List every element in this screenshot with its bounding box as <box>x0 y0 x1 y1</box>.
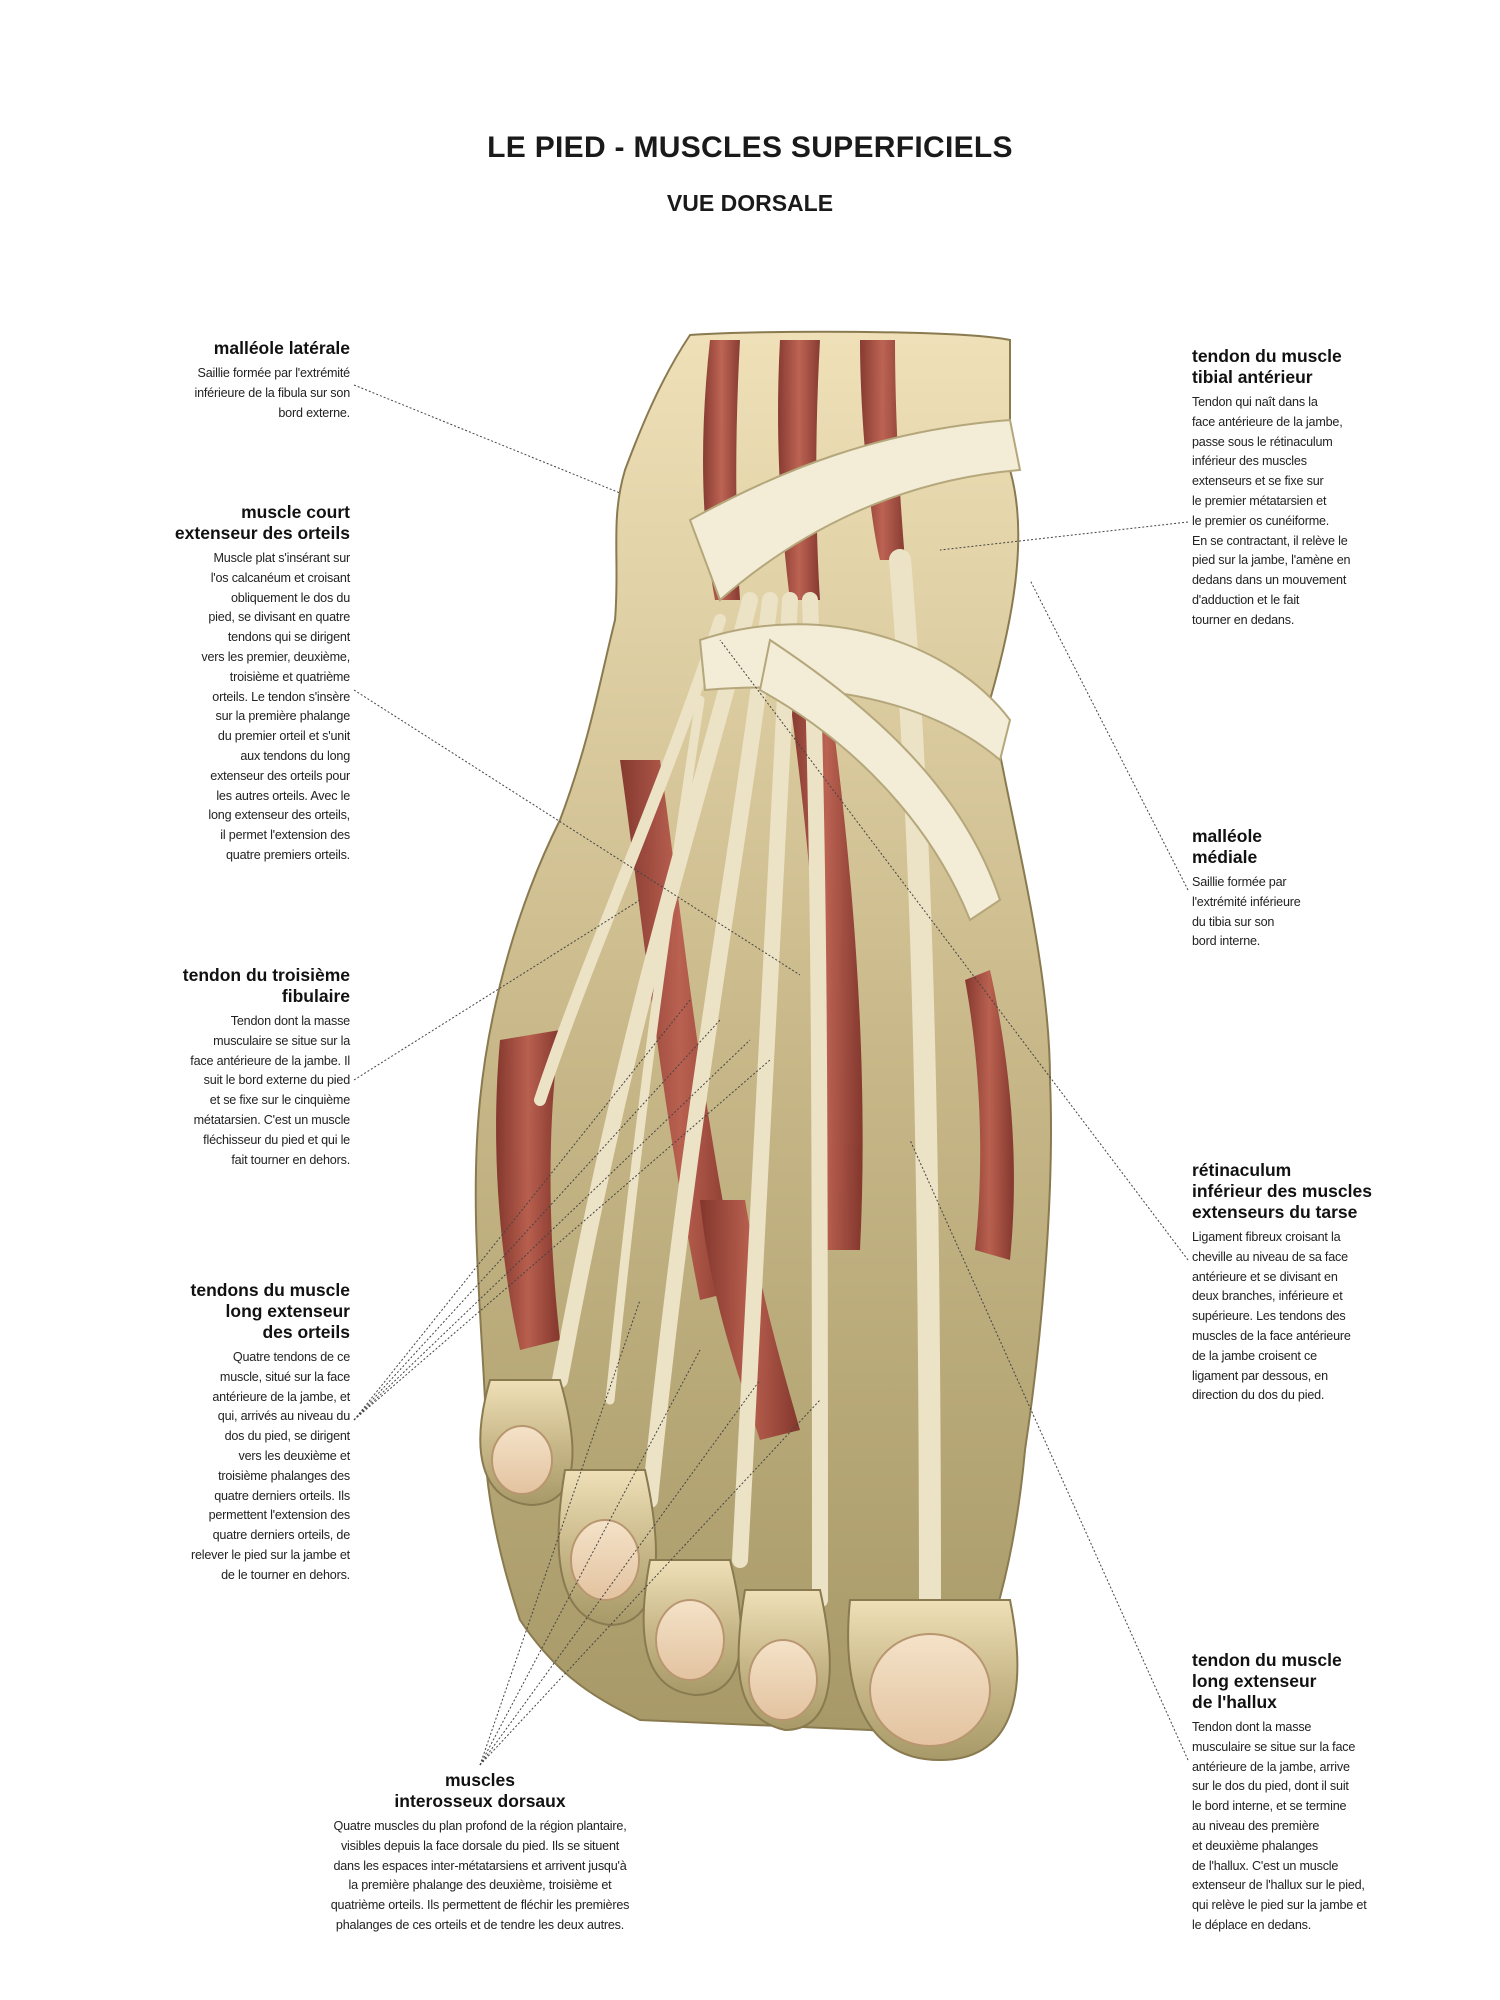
label-retinaculum: rétinaculum inférieur des muscles extens… <box>1192 1160 1432 1406</box>
label-name: tendon du muscle tibial antérieur <box>1192 346 1342 387</box>
label-description: Saillie formée par l'extrémité inférieur… <box>194 366 350 420</box>
retinaculum-bands <box>688 418 1022 922</box>
label-long-extenseur-orteils: tendons du muscle long extenseur des ort… <box>120 1280 351 1586</box>
label-name: malléole médiale <box>1192 826 1263 867</box>
label-tibial-anterieur: tendon du muscle tibial antérieur Tendon… <box>1192 346 1432 631</box>
label-malleole-laterale: malléole latérale Saillie formée par l'e… <box>120 338 350 423</box>
label-name: rétinaculum inférieur des muscles extens… <box>1192 1160 1372 1222</box>
label-name: tendons du muscle long extenseur des ort… <box>190 1280 350 1342</box>
label-description: Ligament fibreux croisant la cheville au… <box>1192 1230 1351 1403</box>
label-name: tendon du troisième fibulaire <box>182 965 350 1006</box>
label-name: muscles interosseux dorsaux <box>394 1770 566 1811</box>
label-description: Tendon dont la masse musculaire se situe… <box>1192 1720 1367 1932</box>
label-description: Tendon qui naît dans la face antérieure … <box>1192 395 1351 627</box>
label-description: Tendon dont la masse musculaire se situe… <box>190 1014 350 1167</box>
label-long-extenseur-hallux: tendon du muscle long extenseur de l'hal… <box>1192 1650 1442 1936</box>
label-description: Quatre muscles du plan profond de la rég… <box>330 1819 630 1932</box>
leader-lines <box>353 384 1189 1766</box>
label-name: malléole latérale <box>213 338 350 358</box>
page-title: LE PIED - MUSCLES SUPERFICIELS <box>487 131 1013 164</box>
label-court-extenseur: muscle court extenseur des orteils Muscl… <box>120 502 350 866</box>
toes <box>479 1379 1019 1762</box>
page-subtitle: VUE DORSALE <box>666 190 834 216</box>
label-name: muscle court extenseur des orteils <box>174 502 350 543</box>
label-description: Muscle plat s'insérant sur l'os calcanéu… <box>201 551 350 862</box>
label-troisieme-fibulaire: tendon du troisième fibulaire Tendon don… <box>120 965 350 1170</box>
label-description: Quatre tendons de ce muscle, situé sur l… <box>190 1350 350 1582</box>
label-description: Saillie formée par l'extrémité inférieur… <box>1192 875 1301 949</box>
label-malleole-mediale: malléole médiale Saillie formée par l'ex… <box>1192 826 1432 952</box>
label-interosseux: muscles interosseux dorsaux Quatre muscl… <box>280 1770 680 1936</box>
label-name: tendon du muscle long extenseur de l'hal… <box>1192 1650 1342 1712</box>
